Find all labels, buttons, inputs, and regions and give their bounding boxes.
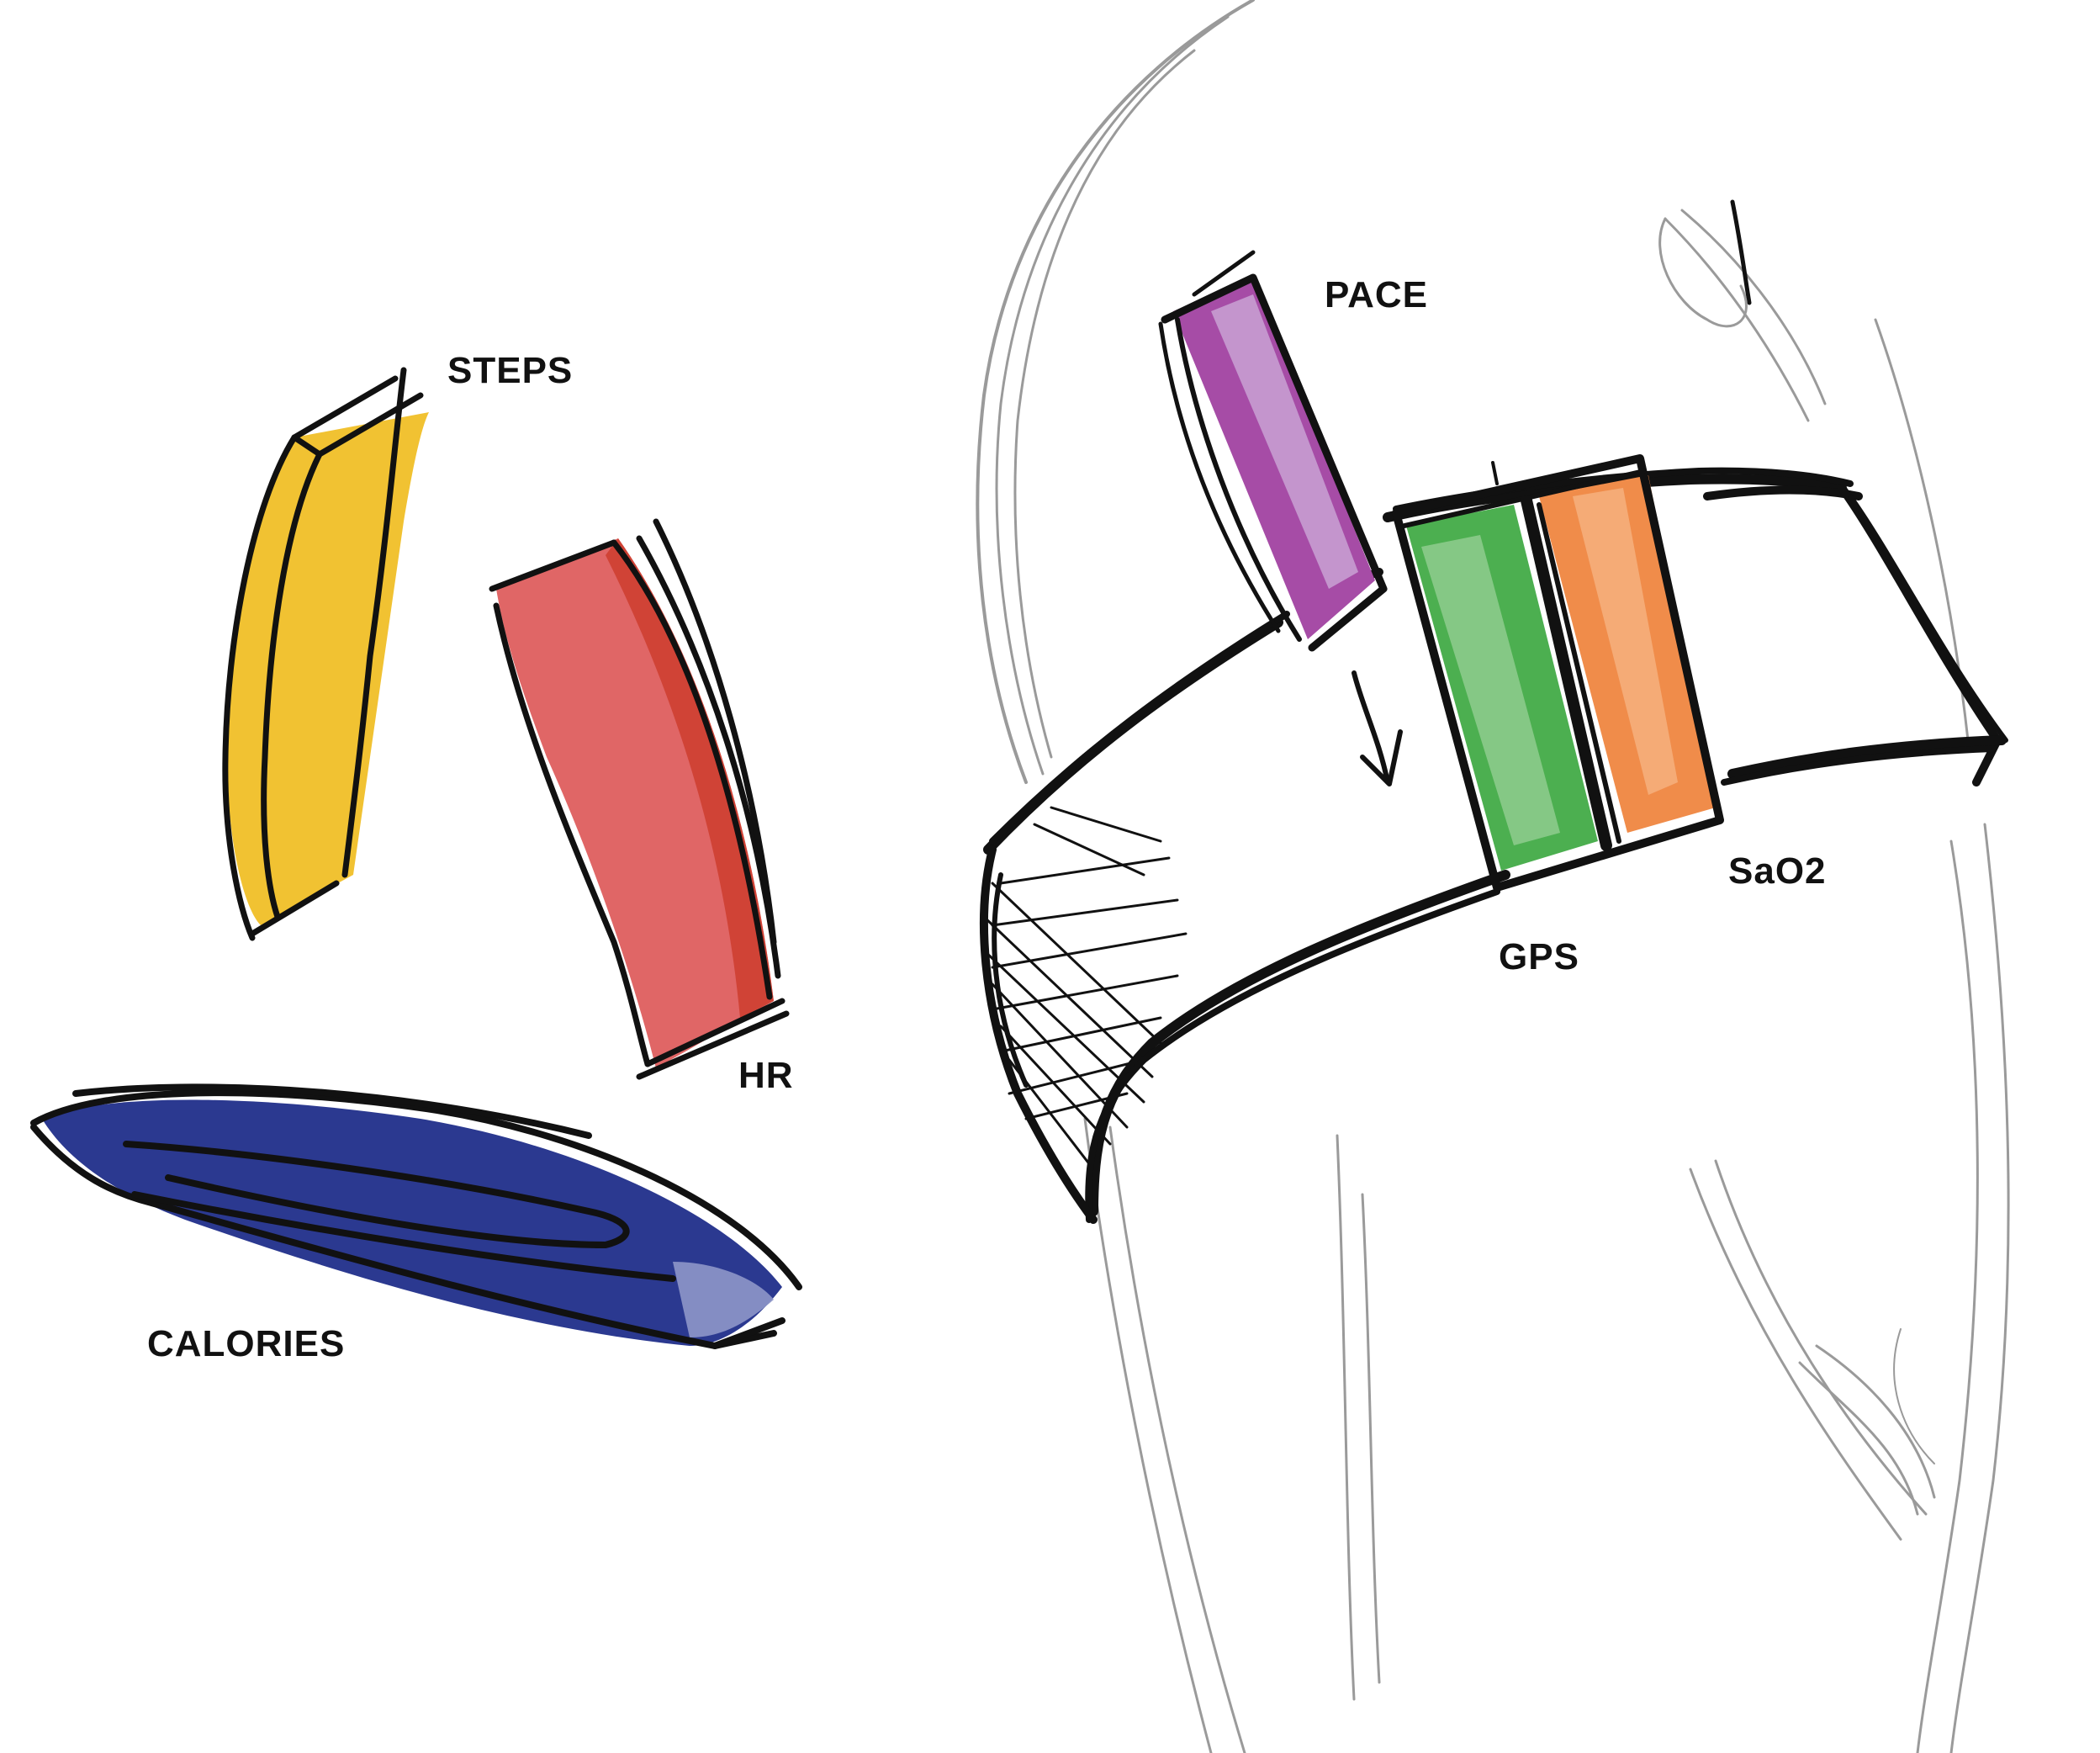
armband-strap (980, 467, 2008, 1224)
hr-sensor (489, 518, 790, 1080)
gps-sensor-highlight (1421, 535, 1560, 845)
calories-sensor-highlight (673, 1262, 774, 1337)
calories-label: CALORIES (147, 1323, 345, 1364)
pace-sensor (1158, 250, 1388, 652)
hr-sensor-block (496, 538, 774, 1068)
hr-sensor-shade (606, 538, 774, 1018)
hr-label: HR (738, 1055, 794, 1096)
arm-outline-sketch (976, 0, 2010, 1753)
steps-sensor (222, 367, 429, 941)
sao2-sensor-highlight (1573, 488, 1678, 795)
sao2-label: SaO2 (1728, 850, 1827, 892)
calories-sensor (30, 1083, 802, 1349)
pace-label: PACE (1325, 274, 1428, 315)
steps-label: STEPS (447, 350, 573, 391)
pace-sensor-highlight (1211, 294, 1358, 589)
arrow-pace-to-band (1352, 670, 1403, 786)
gps-label: GPS (1499, 936, 1579, 977)
gps-sao2-module (1392, 454, 1724, 892)
steps-sensor-block (227, 412, 429, 925)
